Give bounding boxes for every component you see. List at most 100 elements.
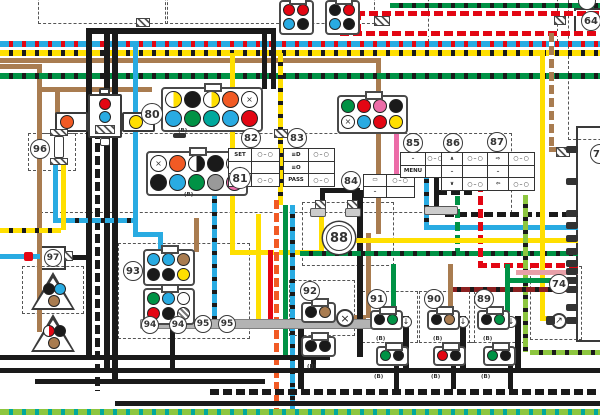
pin-top-b-1	[343, 4, 355, 16]
ignition-lamp-blue	[99, 111, 111, 123]
wire-sky-red-main	[0, 41, 600, 47]
wire-brown-b	[0, 64, 40, 69]
switch-86: ∧○–○–∨○–○	[441, 152, 489, 191]
pin-conn-93-lower-0	[147, 292, 160, 305]
pin-conn-80-0	[165, 91, 182, 108]
fuse96-bottom	[50, 158, 68, 165]
pin-meter-8pin-3	[389, 99, 403, 113]
ground-label-8: (B)	[307, 364, 317, 370]
tri-connector-97a	[31, 272, 75, 310]
wire-black-86	[434, 170, 439, 215]
ground-label-6: (B)	[431, 374, 441, 380]
pin-conn-92-lower-0	[305, 340, 317, 352]
pin-conn-80-7	[203, 110, 220, 127]
connector-conn-92-upper	[301, 298, 336, 323]
ignition-tail	[100, 138, 110, 146]
component-number-90: 90	[424, 289, 444, 309]
pin-conn-93-upper-2	[177, 253, 190, 266]
connector-conn-89-lower	[483, 342, 516, 366]
spark-arrow-89: ↓	[507, 317, 515, 326]
switch-87-row-2: ⇦○–○	[488, 178, 534, 191]
pin-conn-89-lower-1	[500, 350, 511, 361]
switch-86-row-1-label: –	[442, 165, 463, 178]
pin-conn-81-1	[169, 155, 186, 172]
component-number-95: 95	[194, 315, 212, 333]
connector-top-a	[279, 0, 314, 35]
wire-black-92b	[311, 358, 316, 372]
ecu-pin-4	[566, 222, 578, 229]
pin-conn-80-9	[241, 110, 258, 127]
wire-black-left-3	[112, 28, 118, 381]
wire-yellow-black-main	[0, 50, 600, 56]
pin-meter-8pin-2	[373, 99, 387, 113]
pin-conn-81-6	[169, 174, 186, 191]
ecu-pin-1	[566, 146, 578, 153]
dashed-group-box-4	[568, 0, 600, 140]
switch-85-row-0: –○–○	[401, 153, 445, 166]
pin-conn-80-1	[184, 91, 201, 108]
dashed-group-box-2	[38, 0, 168, 24]
pin-conn-93-upper-4	[162, 268, 175, 281]
wire-sky-h1	[133, 232, 161, 237]
wire-redwhite-87	[478, 170, 483, 265]
switch-86-row-2: ∨○–○	[442, 178, 488, 191]
ground-label-3: (B)	[433, 336, 443, 342]
pin-conn-92-upper-0	[305, 306, 317, 318]
connector-conn-80: ×	[161, 83, 263, 132]
pin-top-b-0	[329, 4, 341, 16]
wire-skydots-v	[290, 205, 295, 409]
wire-lime-bus	[0, 409, 600, 415]
component-number-86: 86	[443, 133, 463, 153]
pin-meter-8pin-6	[373, 115, 387, 129]
switch-83-row-1-label: ≡O	[284, 161, 309, 174]
wire-black-91b	[394, 362, 399, 392]
switch-86-row-0-label: ∧	[442, 153, 463, 165]
component-number-84: 84	[341, 171, 361, 191]
tri-connector-97a-pin-2	[48, 295, 61, 308]
pin-conn-81-2	[188, 155, 205, 172]
pin-conn-81-8	[207, 174, 224, 191]
wire-redwhite-ecu	[478, 263, 578, 268]
component-number-83: 83	[287, 128, 307, 148]
wire-black-bus-3	[35, 379, 265, 384]
wire-green-dots-main	[0, 73, 600, 79]
wire-black-left-2	[104, 28, 110, 370]
pin-meter-8pin-0	[341, 99, 355, 113]
connector97-stub	[64, 251, 73, 261]
wire-pink-ecu	[516, 270, 578, 275]
switch-82-row-0-label: SET	[229, 149, 252, 161]
switch-82-row-0-contact: ○–○	[257, 151, 274, 159]
ignition-switch-notch	[99, 88, 110, 95]
component-number-91: 91	[367, 289, 387, 309]
ecu-pin-5	[566, 235, 578, 242]
wire-brown-c	[37, 87, 152, 92]
switch-82-row-2-contact: ○–○	[257, 176, 274, 184]
wire-brown-90	[448, 264, 453, 312]
switch-86-row-2-label: ∨	[442, 178, 463, 191]
wire-black-93	[170, 312, 175, 370]
ecu-pin-8	[566, 268, 578, 275]
wire-green-89	[505, 264, 510, 312]
tri-connector-97b-pin-2	[48, 337, 61, 350]
pin-conn-92-upper-1	[319, 306, 331, 318]
switch-84-row-0: ▭○–○	[364, 175, 414, 187]
switch-84-row-1: –	[364, 186, 414, 197]
pin-conn-93-upper-1	[162, 253, 175, 266]
component-number-74: 74	[549, 274, 569, 294]
wire-black-89b	[508, 362, 513, 392]
switch-87-row-0-label: ⇨	[488, 153, 509, 165]
wire-maroon-ecu	[448, 287, 578, 292]
pin-conn-91-lower-0	[380, 350, 391, 361]
fan-motor-92	[336, 309, 354, 327]
switch-86-row-0: ∧○–○	[442, 153, 488, 166]
wire-blackwhite-86b	[438, 190, 472, 195]
ecu-pin-7	[566, 260, 578, 267]
pin-meter-8pin-5	[357, 115, 371, 129]
pin-conn-89-upper-0	[481, 314, 492, 325]
ground-label-0: (B)	[178, 128, 188, 134]
wire-blackwhite-bus	[210, 389, 600, 395]
ecu-pin-3	[566, 210, 578, 217]
wire-green-v	[283, 205, 288, 355]
switch-87: ⇨○–○–⇦○–○	[487, 152, 535, 191]
switch-84: ▭○–○–	[363, 174, 415, 198]
